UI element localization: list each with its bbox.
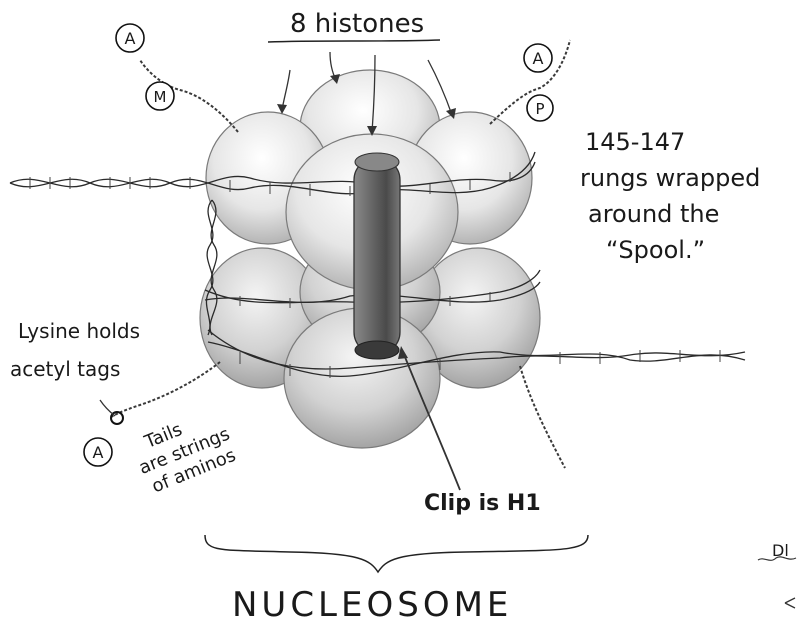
tag-top-left-acetyl: A — [116, 24, 144, 52]
nucleosome-bracket — [205, 535, 588, 572]
tag-top-right-acetyl: A — [524, 44, 552, 72]
edge-arrow — [785, 598, 795, 608]
tag-bottom-left-acetyl-label: A — [93, 443, 104, 462]
tag-top-left-acetyl-label: A — [125, 29, 136, 48]
tail-bottom-right — [520, 366, 565, 468]
rungs-line-4: “Spool.” — [606, 236, 705, 264]
lysine-arrow — [100, 400, 115, 416]
histones-underline — [268, 40, 440, 42]
clip-label: Clip is H1 — [424, 491, 541, 516]
tag-top-right-phosphate-label: P — [535, 100, 544, 118]
tag-top-left-methyl-label: M — [154, 88, 167, 106]
histone-arrow-1 — [282, 70, 290, 110]
lysine-line-1: Lysine holds — [18, 319, 140, 343]
rungs-line-3: around the — [588, 200, 719, 228]
lysine-line-2: acetyl tags — [10, 357, 120, 381]
h1-clip — [354, 153, 400, 359]
h1-clip-body — [354, 158, 400, 354]
rungs-line-2: rungs wrapped — [580, 164, 760, 192]
h1-clip-bottom — [355, 341, 399, 359]
tag-top-right-phosphate: P — [527, 95, 553, 121]
nucleosome-title: NUCLEOSOME — [232, 585, 512, 623]
tag-bottom-left-acetyl: A — [84, 438, 112, 466]
h1-clip-top — [355, 153, 399, 171]
tag-top-right-acetyl-label: A — [533, 49, 544, 68]
tail-bottom-left — [110, 362, 220, 418]
rungs-count: 145-147 — [585, 128, 685, 156]
histones-label: 8 histones — [290, 9, 424, 39]
lysine-annotation: Lysine holds acetyl tags — [10, 319, 140, 381]
rungs-annotation: 145-147 rungs wrapped around the “Spool.… — [580, 128, 760, 264]
tag-top-left-methyl: M — [146, 82, 174, 110]
tails-annotation: Tails are strings of aminos — [128, 403, 241, 499]
